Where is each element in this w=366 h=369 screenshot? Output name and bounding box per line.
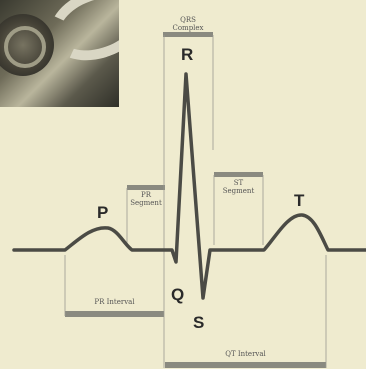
qt-interval-bar <box>165 362 326 368</box>
pr-interval-label: PR Interval <box>65 298 164 306</box>
st-segment-bar <box>214 172 263 177</box>
st-segment-label: ST Segment <box>214 179 263 195</box>
wave-label-q: Q <box>171 285 184 305</box>
pr-segment-bar <box>127 185 165 190</box>
wave-label-p: P <box>97 203 108 223</box>
ecg-trace <box>14 74 366 298</box>
pr-segment-label: PR Segment <box>127 191 165 207</box>
qt-interval-label: QT Interval <box>165 350 326 358</box>
wave-label-t: T <box>294 191 304 211</box>
wave-label-r: R <box>181 45 193 65</box>
qrs-complex-label: QRS Complex <box>163 16 213 32</box>
wave-label-s: S <box>193 313 204 333</box>
qrs-complex-bar <box>163 32 213 37</box>
pr-interval-bar <box>65 311 164 317</box>
